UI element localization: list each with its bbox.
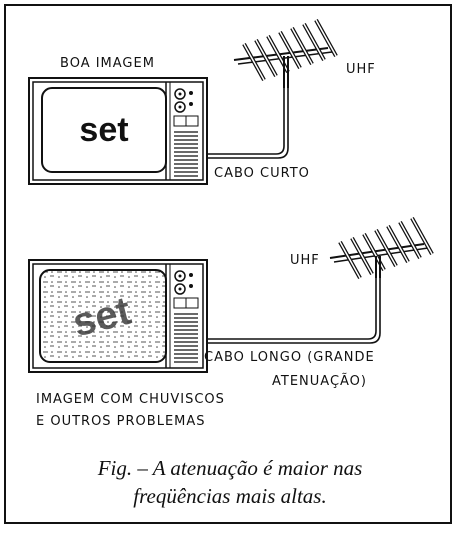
short-cable — [207, 86, 289, 159]
tv-noisy-image — [28, 259, 208, 373]
long-cable — [207, 276, 381, 344]
short-cable-label: CABO CURTO — [214, 166, 310, 181]
figure-caption-line2: freqüências mais altas. — [133, 484, 327, 508]
good-screen-text: set — [79, 111, 128, 149]
top-uhf-label: UHF — [346, 62, 376, 77]
noisy-image-label-line1: IMAGEM COM CHUVISCOS — [36, 392, 225, 407]
good-image-label: BOA IMAGEM — [60, 56, 155, 71]
bottom-uhf-label: UHF — [290, 253, 320, 268]
top-uhf-antenna — [233, 19, 338, 88]
figure-caption-line1: Fig. – A atenuação é maior nas — [97, 456, 363, 480]
bottom-uhf-antenna — [329, 217, 434, 279]
long-cable-label-line2: ATENUAÇÃO) — [272, 374, 367, 389]
long-cable-label-line1: CABO LONGO (GRANDE — [204, 350, 375, 365]
noisy-image-label-line2: E OUTROS PROBLEMAS — [36, 414, 206, 429]
tv-good-image — [28, 77, 208, 185]
